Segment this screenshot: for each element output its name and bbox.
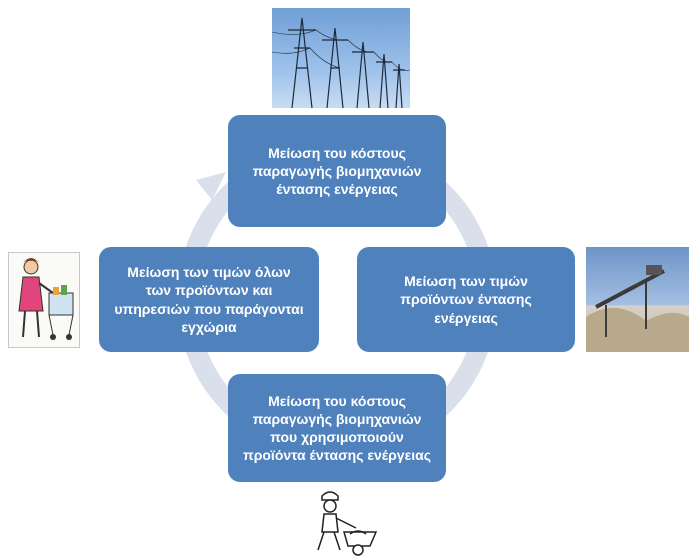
worker-wheelbarrow-clipart (300, 488, 380, 557)
cycle-node-left-label: Μείωση των τιμών όλων των προϊόντων και … (114, 264, 304, 335)
cycle-node-left: Μείωση των τιμών όλων των προϊόντων και … (99, 247, 319, 352)
cycle-node-top-label: Μείωση του κόστους παραγωγής βιομηχανιών… (252, 144, 422, 198)
cycle-node-bottom-label: Μείωση του κόστους παραγωγής βιομηχανιών… (243, 392, 431, 464)
power-pylons-photo (272, 8, 410, 108)
cycle-node-bottom: Μείωση του κόστους παραγωγής βιομηχανιών… (228, 374, 446, 482)
shopper-clipart (8, 252, 80, 348)
cycle-arrowhead (196, 172, 226, 200)
cycle-node-right: Μείωση των τιμών προϊόντων έντασης ενέργ… (357, 247, 575, 352)
cycle-node-right-label: Μείωση των τιμών προϊόντων έντασης ενέργ… (400, 273, 532, 326)
cycle-node-top: Μείωση του κόστους παραγωγής βιομηχανιών… (228, 115, 446, 227)
conveyor-gravel-photo (586, 247, 689, 352)
